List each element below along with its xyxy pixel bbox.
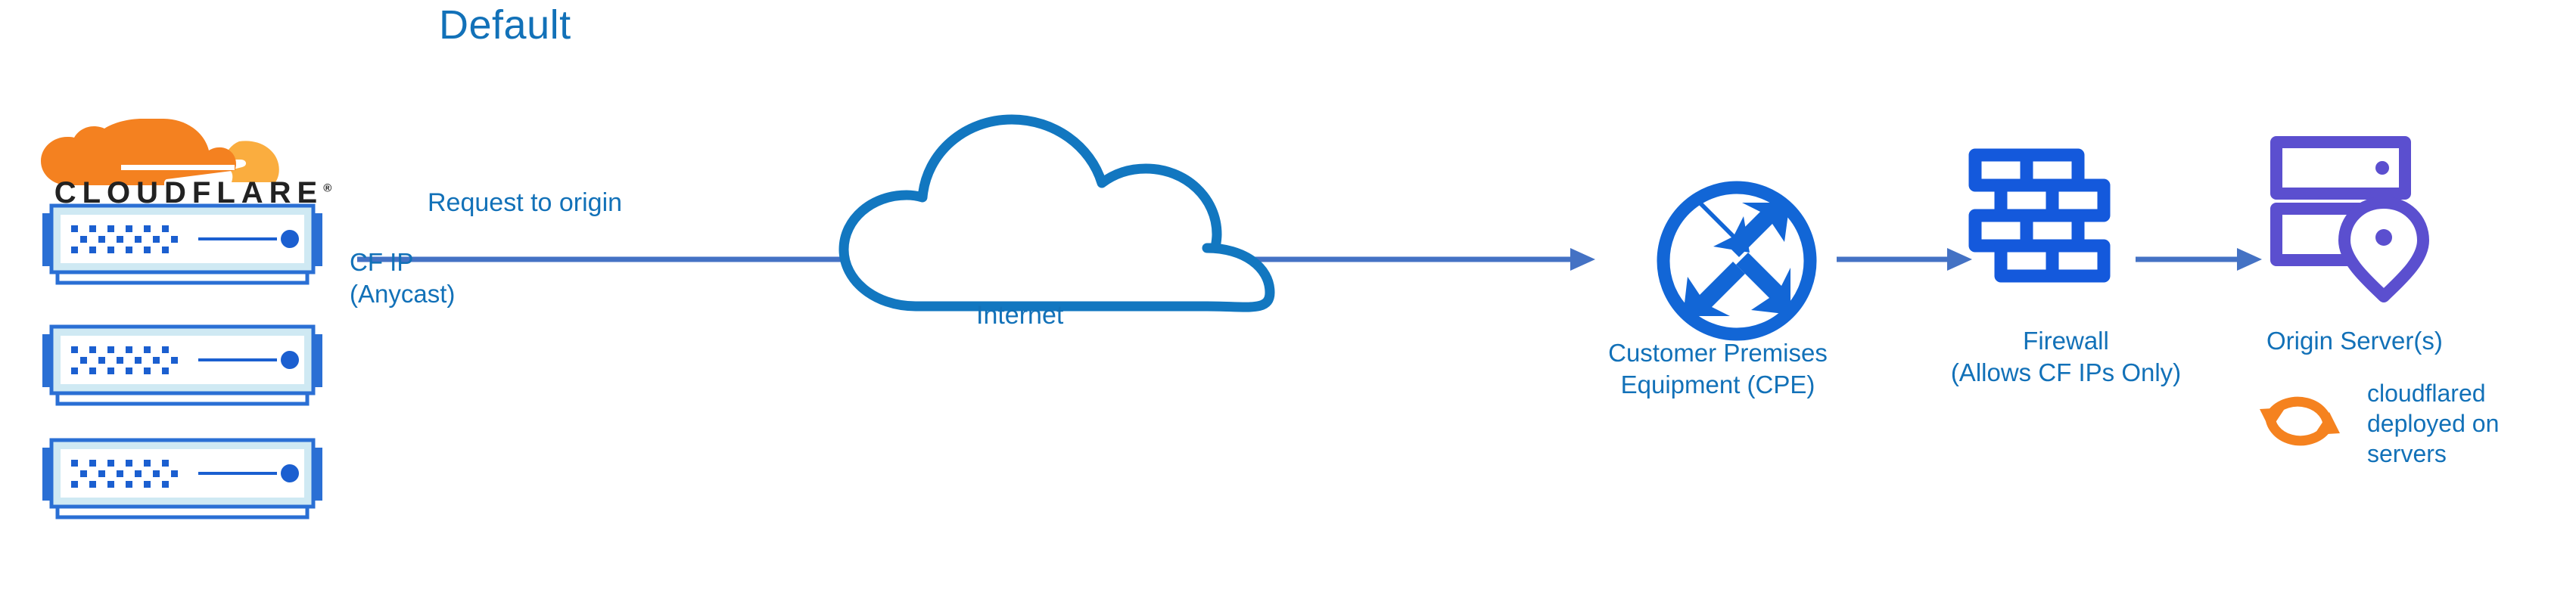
request-to-origin-label: Request to origin	[428, 188, 623, 217]
server-unit-2	[20, 324, 345, 408]
connection-arrow-cpe-to-firewall	[1835, 242, 1979, 280]
firewall	[1968, 147, 2119, 299]
sync-refresh-icon	[2260, 396, 2340, 446]
origin-server	[2270, 136, 2444, 310]
cf-ip-anycast-label: CF IP (Anycast)	[350, 248, 456, 308]
origin-server-label: Origin Server(s)	[2266, 327, 2443, 355]
cpe-router	[1650, 174, 1824, 348]
server-rack-unit-icon	[42, 438, 322, 519]
cpe-label: Customer Premises Equipment (CPE)	[1608, 339, 1828, 398]
brick-wall-icon	[1968, 148, 2111, 283]
server-unit-1	[20, 203, 345, 287]
cloudflared-sync	[2255, 374, 2354, 473]
server-rack-unit-icon	[42, 203, 322, 285]
registered-trademark-icon: ®	[323, 181, 332, 195]
router-icon	[1657, 181, 1817, 341]
server-unit-3	[20, 438, 345, 522]
internet-cloud	[825, 106, 1286, 325]
origin-server-pin-icon	[2270, 136, 2429, 302]
connection-arrow-edge-to-cpe	[0, 242, 1604, 280]
internet-label: Internet	[976, 301, 1064, 330]
cloud-outline-icon	[838, 114, 1275, 312]
cloudflare-cloud-logo-icon	[41, 119, 279, 185]
page-title: Default	[439, 2, 571, 48]
server-rack-unit-icon	[42, 324, 322, 406]
firewall-label: Firewall (Allows CF IPs Only)	[1950, 327, 2182, 386]
cloudflared-label: cloudflared deployed on servers	[2367, 380, 2500, 467]
connection-arrow-firewall-to-origin	[2134, 242, 2270, 280]
cloudflare-logo: CLOUDFLARE®	[15, 110, 371, 209]
